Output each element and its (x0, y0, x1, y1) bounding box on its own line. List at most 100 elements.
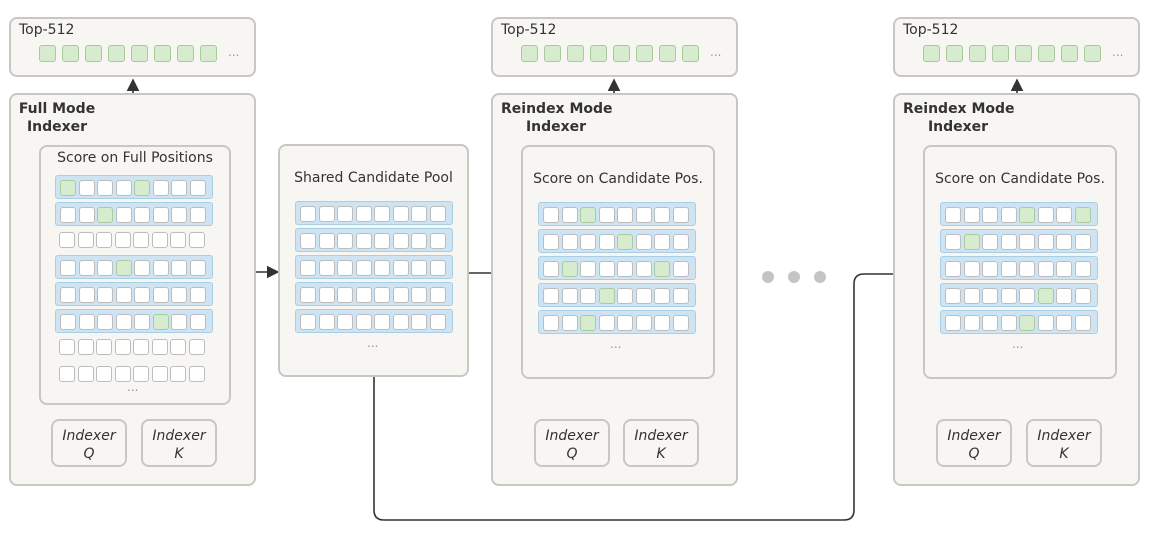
grid-cell (318, 206, 335, 222)
grid-row (55, 335, 213, 359)
grid-cell (1000, 234, 1017, 250)
grid-cell (617, 261, 633, 277)
grid-cell (598, 315, 615, 331)
grid-cell (300, 233, 316, 249)
grid-cell (1000, 288, 1017, 304)
grid-cell (77, 339, 94, 356)
grid-cell (115, 286, 132, 303)
score-full-positions-box: Score on Full Positions ... (39, 145, 231, 405)
grid-cell (982, 288, 998, 304)
grid-cell (337, 314, 353, 330)
grid-cell (114, 339, 131, 356)
top512-label: Top-512 (903, 22, 959, 38)
grid-cell (337, 260, 353, 276)
grid-cell (598, 234, 615, 250)
grid-cell (543, 234, 559, 250)
grid-cell (1037, 261, 1054, 277)
grid-cell (411, 206, 427, 222)
grid-cell (170, 232, 186, 249)
grid-cell (429, 287, 446, 303)
grid-cell (134, 286, 150, 303)
grid-cell (170, 339, 186, 356)
grid-cell (635, 315, 652, 331)
grid-cell (617, 234, 633, 250)
grid-cell (982, 315, 998, 331)
score-candidate-box: Score on Candidate Pos. ... (521, 145, 715, 379)
grid-cell (77, 232, 94, 249)
grid-cell (1074, 207, 1091, 223)
grid-row (55, 255, 213, 280)
grid-cell (1019, 207, 1035, 223)
grid-cell (1056, 234, 1072, 250)
grid-cell (635, 261, 652, 277)
grid-cell (96, 365, 112, 382)
grid-cell (114, 365, 131, 382)
grid-cell (963, 288, 980, 304)
grid-cell (171, 286, 187, 303)
grid-cell (60, 206, 76, 223)
pool-label: Shared Candidate Pool (294, 170, 453, 186)
grid-row (295, 309, 453, 333)
grid-cell (300, 314, 316, 330)
grid-cell (963, 234, 980, 250)
grid-cell (1074, 315, 1091, 331)
grid-row (538, 202, 696, 226)
grid-cell (598, 261, 615, 277)
grid-cell (188, 365, 205, 382)
score-label: Score on Candidate Pos. (935, 171, 1105, 187)
grid-cell (374, 260, 390, 276)
grid-row (940, 310, 1098, 334)
grid-cell (543, 261, 559, 277)
grid-cell (355, 260, 372, 276)
grid-cell (115, 260, 132, 277)
grid-cell (151, 365, 168, 382)
grid-cell (78, 206, 95, 223)
grid-row (55, 175, 213, 199)
grid-cell (374, 314, 390, 330)
grid-cell (580, 234, 596, 250)
grid-cell (963, 207, 980, 223)
grid-cell (982, 261, 998, 277)
grid-cell (617, 288, 633, 304)
grid-cell (97, 286, 113, 303)
grid-cell (672, 315, 689, 331)
continuation-dots (762, 271, 826, 283)
grid-row (940, 256, 1098, 280)
grid-cell (152, 313, 169, 330)
grid-cell (945, 261, 961, 277)
grid-cell (654, 207, 670, 223)
grid-cell (59, 232, 75, 249)
grid-cell (945, 234, 961, 250)
grid-cell (1037, 288, 1054, 304)
grid-cell (945, 315, 961, 331)
grid-cell (580, 207, 596, 223)
grid-row (538, 256, 696, 280)
grid-cell (1000, 315, 1017, 331)
grid-cell (97, 206, 113, 223)
grid-cell (133, 339, 149, 356)
grid-cell (580, 315, 596, 331)
grid-cell (152, 286, 169, 303)
grid-cell (96, 232, 112, 249)
grid-cell (171, 313, 187, 330)
grid-cell (1019, 261, 1035, 277)
grid-cell (561, 315, 578, 331)
top512-ellipsis: ... (1112, 45, 1124, 59)
grid-cell (337, 206, 353, 222)
grid-row (55, 228, 213, 252)
grid-cell (60, 260, 76, 277)
grid-cell (543, 315, 559, 331)
grid-cell (672, 288, 689, 304)
grid-cell (355, 287, 372, 303)
grid-cell (77, 365, 94, 382)
grid-cell (1037, 207, 1054, 223)
grid-cell (151, 232, 168, 249)
grid-cell (134, 313, 150, 330)
grid-row (940, 283, 1098, 307)
grid-cell (654, 288, 670, 304)
